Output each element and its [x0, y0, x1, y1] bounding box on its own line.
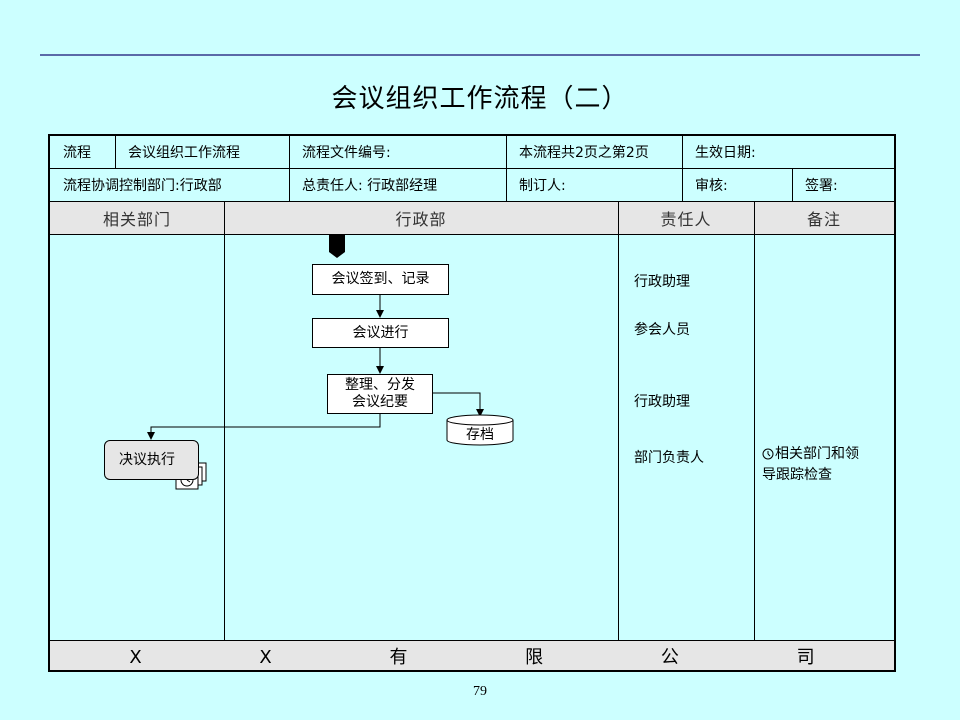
process-name: 会议组织工作流程 — [128, 145, 240, 161]
effective-date-label: 生效日期: — [695, 145, 756, 161]
note-line2: 导跟踪检查 — [762, 467, 832, 483]
step-sign-in-record: 会议签到、记录 — [312, 264, 449, 295]
note-line1: 相关部门和领 — [775, 446, 859, 462]
lane-divider — [224, 202, 225, 641]
page-title: 会议组织工作流程（二） — [331, 84, 629, 114]
step-minutes-distribution: 整理、分发 会议纪要 — [327, 374, 433, 414]
header-divider — [50, 168, 894, 169]
lane-header-related-dept: 相关部门 — [50, 202, 224, 234]
process-label: 流程 — [63, 145, 91, 161]
lane-header-notes: 备注 — [754, 202, 894, 234]
responsible-2: 参会人员 — [634, 322, 690, 338]
author-label: 制订人: — [519, 178, 566, 194]
lane-divider — [618, 202, 619, 641]
process-sheet: 流程 会议组织工作流程 流程文件编号: 本流程共2页之第2页 生效日期: 流程协… — [48, 134, 896, 672]
responsible-4: 部门负责人 — [634, 450, 704, 466]
lane-header-admin-dept: 行政部 — [224, 202, 618, 234]
sign-label: 签署: — [805, 178, 838, 194]
review-label: 审核: — [695, 178, 728, 194]
step-meeting-in-progress: 会议进行 — [312, 318, 449, 348]
lane-header-responsible: 责任人 — [618, 202, 754, 234]
process-owner: 总责任人: 行政部经理 — [302, 178, 438, 194]
doc-number-label: 流程文件编号: — [302, 145, 391, 161]
archive-label: 存档 — [466, 427, 494, 443]
company-footer: X X 有 限 公 司 — [50, 641, 894, 670]
lane-divider — [754, 202, 755, 641]
responsible-3: 行政助理 — [634, 394, 690, 410]
page-info: 本流程共2页之第2页 — [519, 145, 649, 161]
step-resolution-execution: 决议执行 — [104, 440, 199, 480]
header-divider — [682, 136, 683, 201]
header-divider — [50, 201, 894, 202]
coord-dept: 流程协调控制部门:行政部 — [63, 178, 222, 194]
step-minutes-line2: 会议纪要 — [352, 394, 408, 410]
step-minutes-line1: 整理、分发 — [345, 377, 415, 394]
top-rule — [40, 54, 920, 56]
responsible-1: 行政助理 — [634, 274, 690, 290]
header-divider — [506, 136, 507, 201]
footer-divider — [50, 640, 894, 641]
page-number: 79 — [473, 684, 487, 699]
header-divider — [289, 136, 290, 201]
lane-header-divider — [50, 234, 894, 235]
header-divider — [792, 169, 793, 201]
header-divider — [115, 136, 116, 168]
